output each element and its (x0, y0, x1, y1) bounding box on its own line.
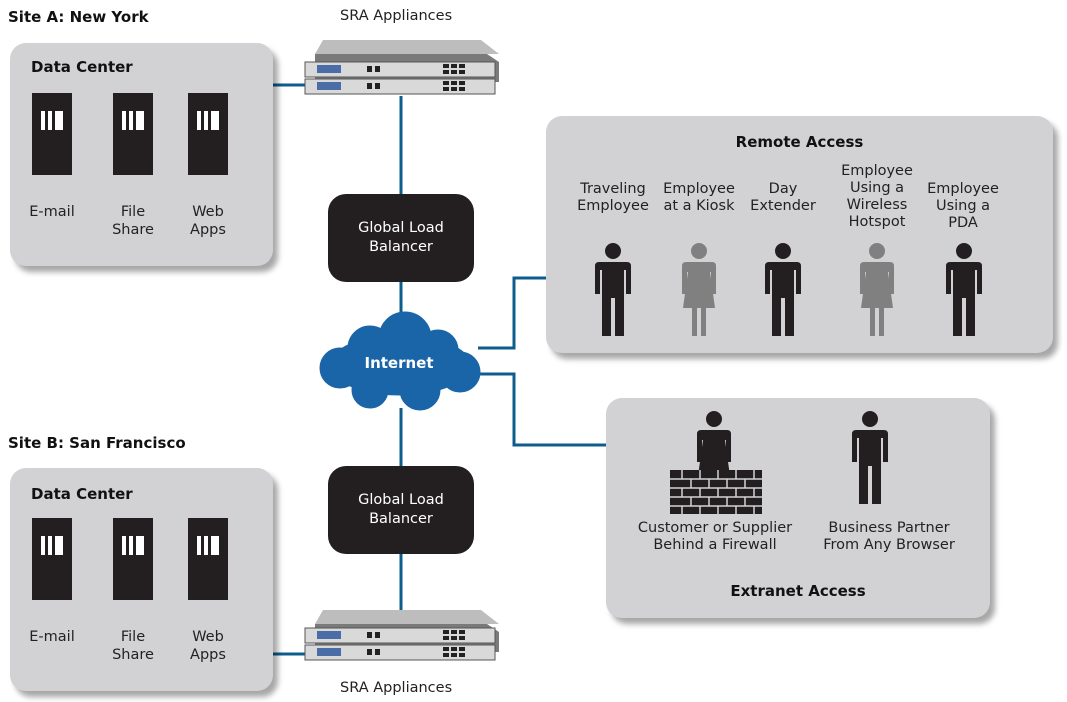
site-b-appliances-label: SRA Appliances (340, 680, 453, 696)
extranet-user-label: Business Partner From Any Browser (823, 520, 955, 553)
file-share-server-label: File Share (112, 629, 154, 663)
lb-b-line2: Balancer (369, 511, 433, 527)
remote-user-label: Employee Using a Wireless Hotspot (841, 163, 913, 230)
internet-label: Internet (364, 354, 434, 372)
site-b-title: Site B: San Francisco (8, 434, 186, 452)
web-apps-server-label: Web Apps (190, 629, 226, 663)
woman-icon (860, 243, 894, 336)
data-center-title: Data Center (31, 485, 133, 503)
site-a-title: Site A: New York (8, 8, 149, 26)
connector-internet-to-extranet (478, 372, 608, 447)
remote-user-label: Employee at a Kiosk (663, 181, 735, 214)
site-a-data-center-panel: Data Center E-mail File Share Web Apps (10, 43, 273, 266)
man-icon (595, 243, 631, 336)
file-share-server-icon (113, 93, 153, 179)
lb-a-line1: Global Load (358, 220, 444, 236)
remote-user-label: Traveling Employee (577, 181, 649, 214)
file-share-server-label: File Share (112, 204, 154, 238)
lb-a-line2: Balancer (369, 239, 433, 255)
remote-access-title: Remote Access (735, 133, 864, 151)
email-server-label: E-mail (29, 204, 75, 220)
global-load-balancer-b: Global Load Balancer (328, 466, 474, 554)
email-server-icon (32, 93, 72, 179)
remote-user-label: Day Extender (750, 181, 816, 214)
email-server-icon (32, 518, 72, 604)
man-icon (852, 411, 888, 504)
web-apps-server-label: Web Apps (190, 204, 226, 238)
firewall-icon (670, 470, 762, 514)
file-share-server-icon (113, 518, 153, 604)
global-load-balancer-a: Global Load Balancer (328, 194, 474, 282)
site-a-appliances-label: SRA Appliances (340, 8, 453, 24)
woman-icon (697, 411, 731, 476)
email-server-label: E-mail (29, 629, 75, 645)
web-apps-server-icon (188, 93, 228, 179)
extranet-access-title: Extranet Access (730, 582, 866, 600)
man-icon (765, 243, 801, 336)
site-b-data-center-panel: Data Center E-mail File Share Web Apps (10, 468, 273, 691)
extranet-user-label: Customer or Supplier Behind a Firewall (637, 520, 793, 553)
web-apps-server-icon (188, 518, 228, 604)
remote-user-label: Employee Using a PDA (927, 181, 999, 231)
lb-b-line1: Global Load (358, 492, 444, 508)
sra-appliance-a-icon (303, 40, 503, 102)
remote-access-panel: Remote Access Traveling Employee Employe… (546, 116, 1053, 353)
data-center-title: Data Center (31, 58, 133, 76)
woman-icon (682, 243, 716, 336)
cloud-icon (319, 311, 481, 411)
sra-appliance-b-icon (303, 610, 503, 672)
extranet-access-panel: Customer or Supplier Behind a Firewall B… (606, 398, 990, 618)
internet-cloud: Internet (310, 310, 488, 418)
connector-internet-to-remote (478, 276, 549, 350)
man-icon (946, 243, 982, 336)
